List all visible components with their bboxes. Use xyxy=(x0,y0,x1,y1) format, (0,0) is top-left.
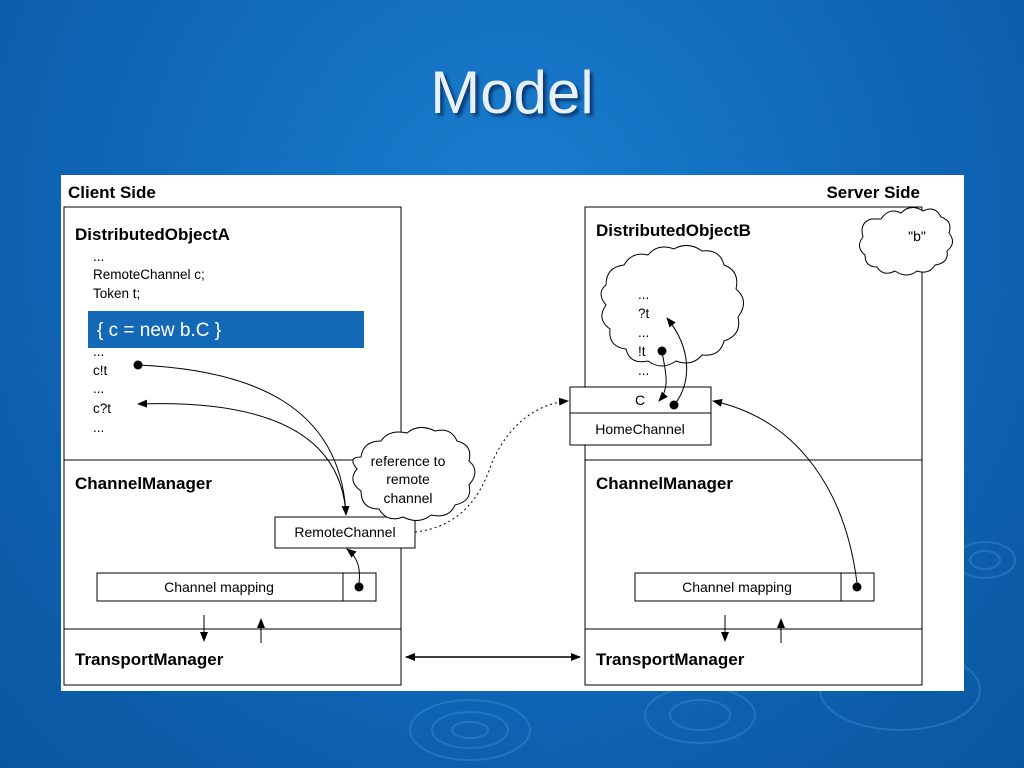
server-side-label: Server Side xyxy=(826,183,920,202)
reference-cloud-line-1: reference to xyxy=(371,453,446,469)
server-channel-mapping-box xyxy=(634,572,875,602)
code-line-5: ... xyxy=(93,381,104,396)
cloud-line-send: !t xyxy=(638,344,646,359)
cloud-line-5: ... xyxy=(638,363,649,378)
server-channel-mapping-label: Channel mapping xyxy=(682,579,792,595)
cloud-receive-arrow xyxy=(666,317,688,406)
remote-channel-label: RemoteChannel xyxy=(294,524,395,540)
mapping-to-remote-arrow xyxy=(346,548,360,584)
highlight-box xyxy=(88,311,364,348)
slide-title: Model xyxy=(430,59,594,126)
code-line-send: c!t xyxy=(93,363,108,378)
code-line-3: Token t; xyxy=(93,286,140,301)
server-channel-manager-title: ChannelManager xyxy=(596,474,733,493)
code-line-2: RemoteChannel c; xyxy=(93,267,205,282)
diagram-panel xyxy=(61,175,964,691)
server-mapping-dot xyxy=(852,582,862,592)
receive-arrow xyxy=(137,399,347,516)
mapping-to-home-arrow xyxy=(712,398,858,584)
code-line-receive: c?t xyxy=(93,401,111,416)
cloud-line-1: ... xyxy=(638,287,649,302)
client-channel-mapping-label: Channel mapping xyxy=(164,579,274,595)
server-transport-manager-title: TransportManager xyxy=(596,650,745,669)
code-line-4: ... xyxy=(93,344,104,359)
class-c-label: C xyxy=(635,392,645,408)
distributed-object-a-title: DistributedObjectA xyxy=(75,225,230,244)
home-channel-box xyxy=(569,386,712,446)
send-arrow xyxy=(137,364,350,516)
architecture-diagram: Client Side Server Side DistributedObjec… xyxy=(61,175,964,691)
client-side-label: Client Side xyxy=(68,183,156,202)
name-cloud-label: "b" xyxy=(908,228,926,244)
cloud-line-3: ... xyxy=(638,325,649,340)
client-transport-manager-title: TransportManager xyxy=(75,650,224,669)
server-column xyxy=(584,206,923,686)
client-channel-manager-title: ChannelManager xyxy=(75,474,212,493)
highlight-code: { c = new b.C } xyxy=(97,320,221,341)
client-channel-mapping-box xyxy=(96,572,377,602)
reference-cloud-line-3: channel xyxy=(383,490,432,506)
distributed-object-b-title: DistributedObjectB xyxy=(596,221,751,240)
code-line-6: ... xyxy=(93,420,104,435)
reference-cloud-line-2: remote xyxy=(386,471,430,487)
code-line-1: ... xyxy=(93,249,104,264)
cloud-send-arrow xyxy=(658,350,668,402)
name-cloud xyxy=(859,207,953,276)
client-mapping-dot xyxy=(354,582,364,592)
cloud-line-receive: ?t xyxy=(638,306,650,321)
remote-channel-box xyxy=(274,516,416,549)
reference-dotted-arrow xyxy=(414,397,569,533)
reference-cloud xyxy=(352,427,476,521)
home-channel-label: HomeChannel xyxy=(595,421,685,437)
operations-cloud xyxy=(600,245,744,367)
